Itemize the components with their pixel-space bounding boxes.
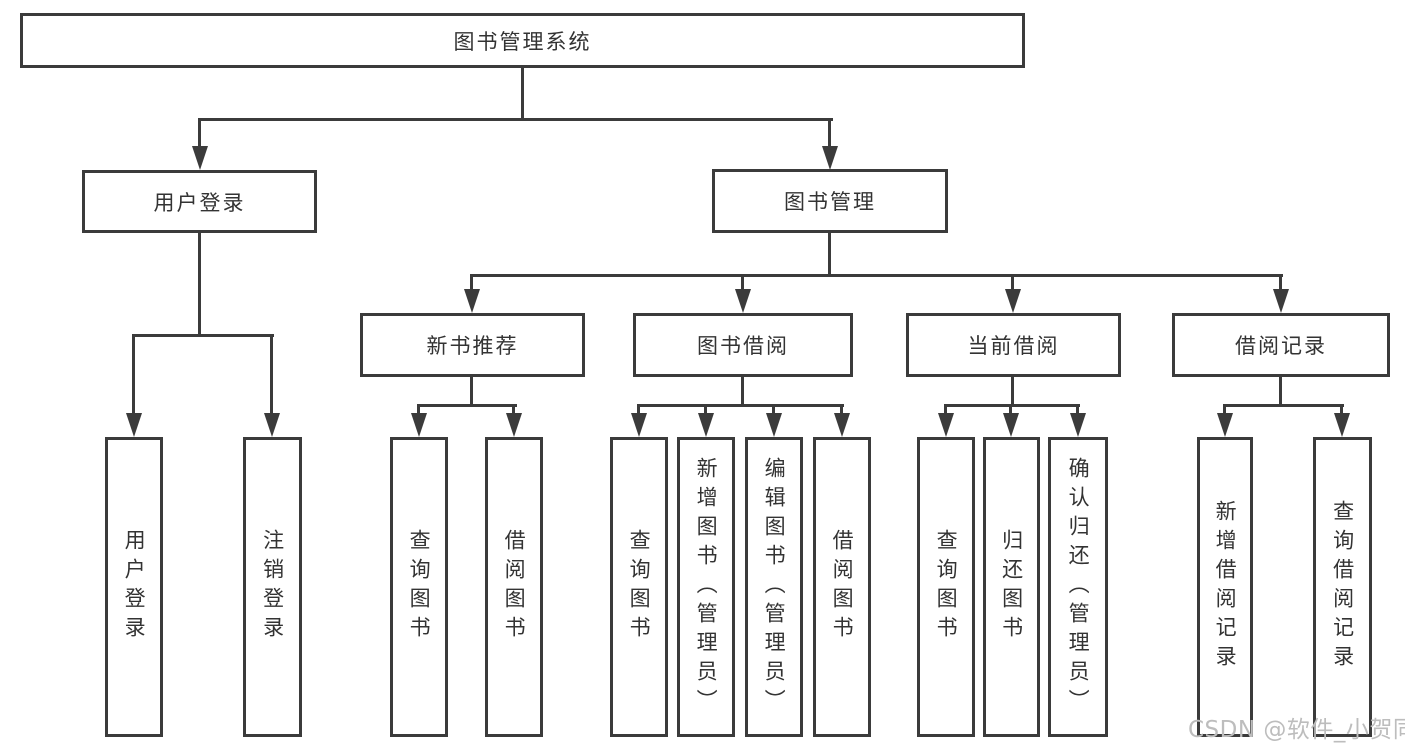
connector-current-drop-3: [1076, 404, 1079, 415]
node-label: 编辑图书（管理员）: [762, 456, 787, 718]
connector-borrowing-stem: [741, 377, 744, 407]
connector-current-drop-2: [1009, 404, 1012, 415]
connector-records-drop-2: [1340, 404, 1343, 415]
connector-mgmt-drop-2: [741, 274, 744, 292]
node-user-login-branch: 用户登录: [82, 170, 317, 233]
connector-mgmt-drop-1: [470, 274, 473, 292]
arrow-down-icon: [698, 413, 714, 437]
node-label: 新增借阅记录: [1213, 500, 1238, 674]
connector-mgmt-stem: [828, 233, 831, 277]
node-current-borrowing: 当前借阅: [906, 313, 1121, 377]
node-label: 图书借阅: [697, 334, 789, 358]
node-label: 借阅记录: [1235, 334, 1327, 358]
node-add-books-admin: 新增图书（管理员）: [677, 437, 735, 737]
arrow-down-icon: [735, 289, 751, 313]
arrow-down-icon: [822, 146, 838, 170]
node-borrowing-records: 借阅记录: [1172, 313, 1390, 377]
connector-root-drop-left: [198, 118, 201, 148]
node-query-books-borrowing: 查询图书: [610, 437, 668, 737]
node-return-books: 归还图书: [983, 437, 1040, 737]
node-new-book-recommend: 新书推荐: [360, 313, 585, 377]
arrow-down-icon: [411, 413, 427, 437]
arrow-down-icon: [1003, 413, 1019, 437]
arrow-down-icon: [766, 413, 782, 437]
connector-root-drop-right: [828, 118, 831, 148]
node-confirm-return-admin: 确认归还（管理员）: [1048, 437, 1108, 737]
node-book-management-branch: 图书管理: [712, 169, 948, 233]
node-query-books-recommend: 查询图书: [390, 437, 448, 737]
node-add-borrow-record: 新增借阅记录: [1197, 437, 1253, 737]
node-label: 用户登录: [122, 529, 147, 645]
arrow-down-icon: [1070, 413, 1086, 437]
node-label: 新增图书（管理员）: [694, 456, 719, 718]
arrow-down-icon: [938, 413, 954, 437]
connector-current-bar: [944, 404, 1080, 407]
node-label: 查询图书: [627, 529, 652, 645]
arrow-down-icon: [192, 146, 208, 170]
arrow-down-icon: [506, 413, 522, 437]
arrow-down-icon: [631, 413, 647, 437]
connector-borrowing-drop-3: [772, 404, 775, 415]
node-borrow-books-recommend: 借阅图书: [485, 437, 543, 737]
node-edit-books-admin: 编辑图书（管理员）: [745, 437, 803, 737]
node-library-management-system: 图书管理系统: [20, 13, 1025, 68]
arrow-down-icon: [1005, 289, 1021, 313]
node-label: 查询图书: [934, 529, 959, 645]
connector-borrowing-bar: [637, 404, 844, 407]
connector-current-stem: [1011, 377, 1014, 407]
node-label: 确认归还（管理员）: [1066, 456, 1091, 718]
connector-mgmt-bar: [471, 274, 1283, 277]
node-borrow-books-borrowing: 借阅图书: [813, 437, 871, 737]
node-user-login-leaf: 用户登录: [105, 437, 163, 737]
connector-current-drop-1: [944, 404, 947, 415]
connector-borrowing-drop-1: [637, 404, 640, 415]
node-query-books-current: 查询图书: [917, 437, 975, 737]
connector-mgmt-drop-4: [1279, 274, 1282, 292]
node-logout-leaf: 注销登录: [243, 437, 302, 737]
node-query-borrow-record: 查询借阅记录: [1313, 437, 1372, 737]
node-label: 当前借阅: [967, 334, 1060, 358]
connector-borrowing-drop-2: [704, 404, 707, 415]
connector-recommend-bar: [417, 404, 517, 407]
node-label: 借阅图书: [502, 529, 527, 645]
node-label: 注销登录: [260, 529, 285, 645]
connector-user-drop-left: [132, 334, 135, 414]
arrow-down-icon: [1273, 289, 1289, 313]
connector-recommend-drop-2: [512, 404, 515, 415]
connector-recommend-drop-1: [417, 404, 420, 415]
connector-user-bar: [132, 334, 274, 337]
connector-user-stem: [198, 233, 201, 336]
connector-records-drop-1: [1223, 404, 1226, 415]
arrow-down-icon: [1334, 413, 1350, 437]
arrow-down-icon: [464, 289, 480, 313]
connector-root-bar: [198, 118, 833, 121]
node-label: 图书管理系统: [453, 29, 592, 54]
node-label: 借阅图书: [830, 529, 855, 645]
arrow-down-icon: [264, 413, 280, 437]
node-label: 查询图书: [407, 529, 432, 645]
arrow-down-icon: [126, 413, 142, 437]
node-label: 归还图书: [999, 529, 1024, 645]
arrow-down-icon: [834, 413, 850, 437]
node-label: 用户登录: [153, 190, 246, 215]
arrow-down-icon: [1217, 413, 1233, 437]
node-label: 查询借阅记录: [1330, 500, 1355, 674]
connector-records-bar: [1223, 404, 1344, 407]
node-label: 图书管理: [784, 190, 876, 214]
csdn-watermark: CSDN @软件_小贺同学: [1188, 717, 1405, 743]
connector-borrowing-drop-4: [840, 404, 843, 415]
connector-user-drop-right: [270, 334, 273, 414]
node-label: 新书推荐: [426, 334, 519, 358]
connector-recommend-stem: [470, 377, 473, 407]
connector-mgmt-drop-3: [1011, 274, 1014, 292]
connector-root-stem: [521, 68, 524, 121]
connector-records-stem: [1279, 377, 1282, 407]
node-book-borrowing: 图书借阅: [633, 313, 853, 377]
